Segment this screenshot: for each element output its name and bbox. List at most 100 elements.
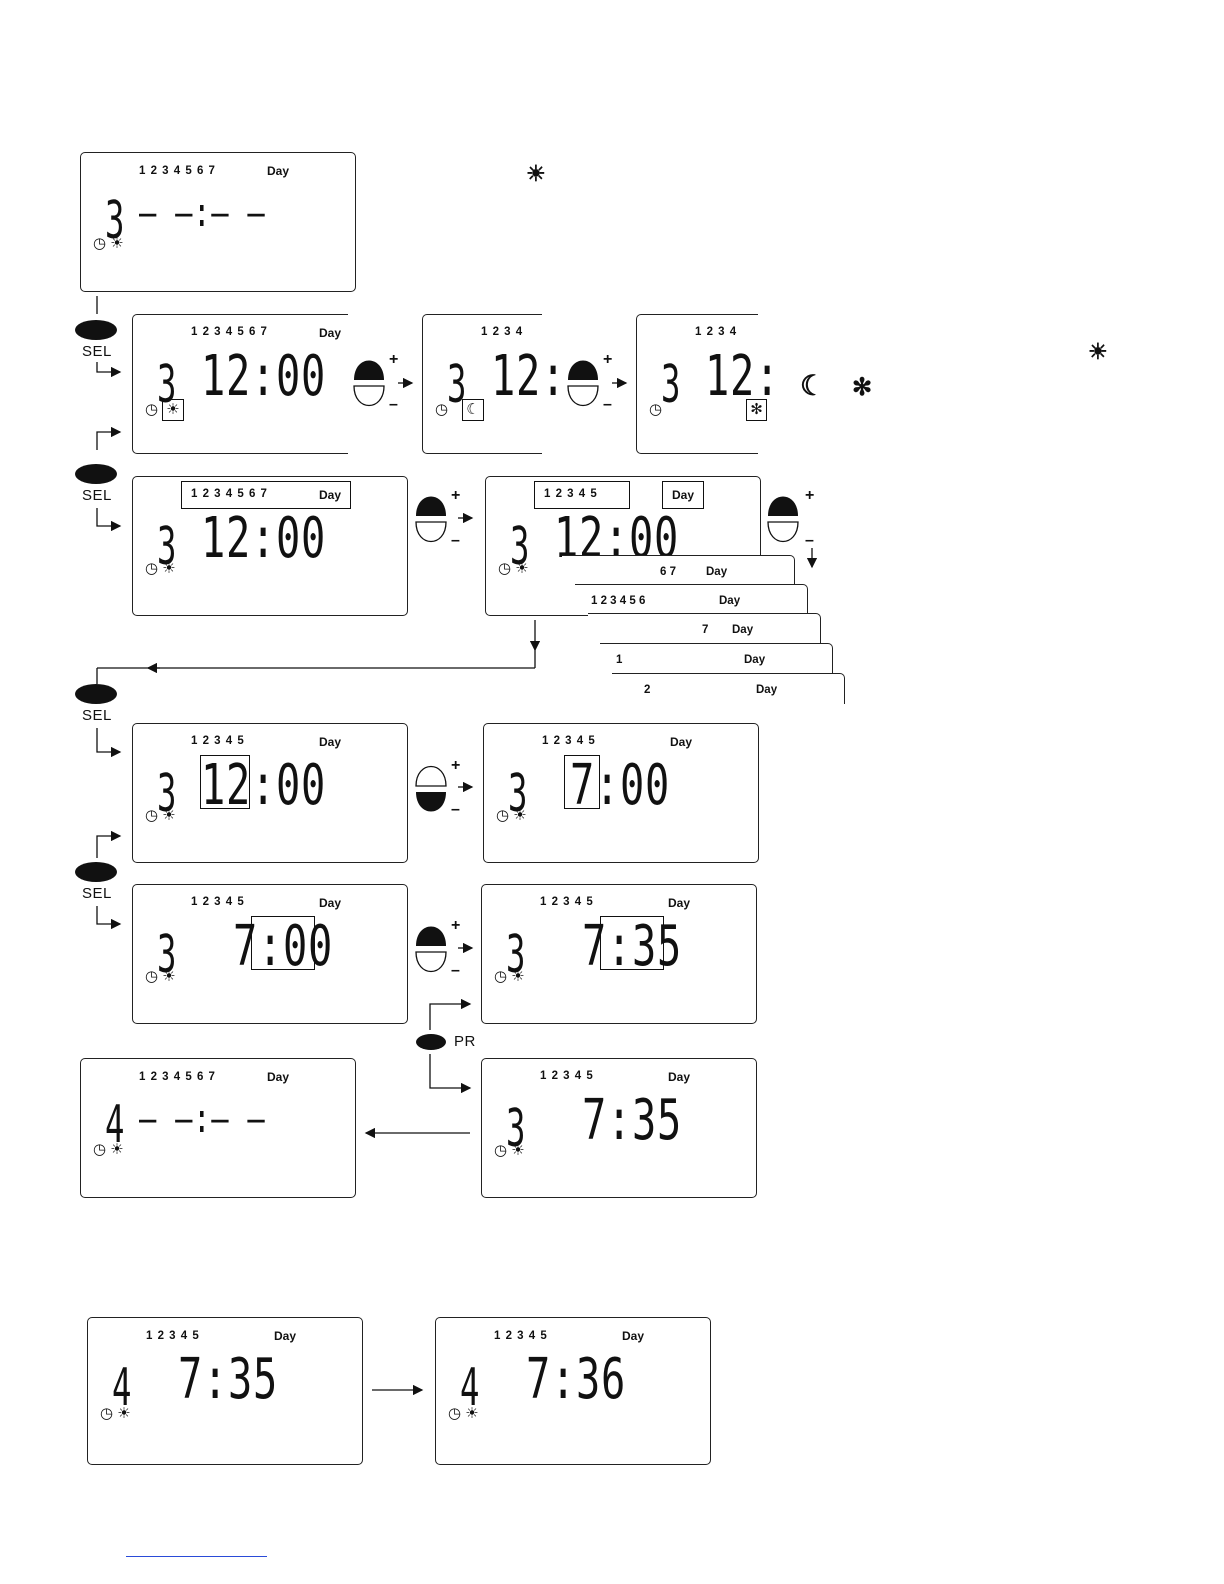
time-blank: – –:– – xyxy=(139,1096,266,1142)
sun-icon: ☀ xyxy=(162,560,176,577)
status-icons: ◷ ☀ xyxy=(93,1142,124,1157)
plus-minus-buttons[interactable] xyxy=(414,916,466,982)
clock-icon: ◷ xyxy=(498,560,512,577)
pr-button-label: PR xyxy=(454,1033,476,1050)
plus-label: + xyxy=(805,487,815,504)
day-selection-frame xyxy=(534,481,630,509)
hour-edit-frame xyxy=(200,755,250,809)
moon-icon: ☾ xyxy=(462,399,484,421)
sel-button-label: SEL xyxy=(82,707,112,724)
day-label-frame xyxy=(662,481,704,509)
program-number: 4 xyxy=(112,1358,131,1418)
day-option-tab: 7 Day xyxy=(588,613,821,644)
day-numbers: 1 2 3 4 5 xyxy=(191,735,245,747)
plus-minus-buttons[interactable] xyxy=(566,350,618,416)
lcd-program-3-empty: 1 2 3 4 5 6 7 Day 3 – –:– – ◷ ☀ xyxy=(80,152,356,292)
lcd-program-3-saved: 1 2 3 4 5 Day 3 7:35 ◷ ☀ xyxy=(481,1058,757,1198)
plus-label: + xyxy=(389,351,399,368)
minus-label: – xyxy=(451,801,460,818)
day-label: Day xyxy=(319,326,342,340)
time-display: 12: xyxy=(491,344,566,409)
day-numbers: 1 2 3 4 5 xyxy=(494,1330,548,1342)
plus-minus-buttons[interactable] xyxy=(352,350,404,416)
link-underline[interactable] xyxy=(126,1556,267,1557)
moon-icon: ☾ xyxy=(800,370,826,401)
program-number: 3 xyxy=(506,925,525,985)
status-icons: ◷ ☀ xyxy=(93,236,124,251)
lcd-program-4-736: 1 2 3 4 5 Day 4 7:36 ◷ ☀ xyxy=(435,1317,711,1465)
sun-icon: ☀ xyxy=(110,235,124,252)
sun-icon: ☀ xyxy=(511,1142,525,1159)
day-numbers: 1 2 3 4 5 6 7 xyxy=(191,326,268,338)
time-display: 12:00 xyxy=(201,506,326,571)
minute-edit-frame xyxy=(600,916,664,970)
clock-icon: ◷ xyxy=(145,807,159,824)
clock-icon: ◷ xyxy=(145,560,159,577)
program-number: 3 xyxy=(157,925,176,985)
minus-label: – xyxy=(451,532,460,549)
minute-edit-frame xyxy=(251,916,315,970)
lcd-program-3-moon: 1 2 3 4 3 12: ◷ ☾ xyxy=(422,314,565,454)
clock-icon: ◷ xyxy=(494,1142,508,1159)
program-number: 3 xyxy=(447,355,466,415)
time-display: 12:00 xyxy=(201,344,326,409)
program-number: 3 xyxy=(508,764,527,824)
day-numbers: 1 2 3 4 5 6 7 xyxy=(139,1071,216,1083)
lcd-minute-edit-35: 1 2 3 4 5 Day 3 7:35 ◷ ☀ xyxy=(481,884,757,1024)
status-icons: ◷ ☀ xyxy=(498,561,529,576)
lcd-day-select-all: 1 2 3 4 5 6 7 Day 3 12:00 ◷ ☀ xyxy=(132,476,408,616)
lcd-hour-edit-12: 1 2 3 4 5 Day 3 12:00 ◷ ☀ xyxy=(132,723,408,863)
minus-label: – xyxy=(451,962,460,979)
day-label: Day xyxy=(668,1070,691,1084)
day-option-tab: 2 Day xyxy=(612,673,845,704)
day-numbers: 1 2 3 4 xyxy=(695,326,738,338)
time-display: 12:00 xyxy=(201,753,326,818)
sel-button[interactable] xyxy=(74,860,118,884)
minus-label: – xyxy=(805,532,814,549)
sun-icon: ☀ xyxy=(162,399,184,421)
frost-icon: ✻ xyxy=(746,399,767,421)
day-label: Day xyxy=(672,488,695,502)
program-number: 3 xyxy=(506,1099,525,1159)
clock-icon: ◷ xyxy=(494,968,508,985)
day-label: Day xyxy=(319,896,342,910)
clock-icon: ◷ xyxy=(93,1141,107,1158)
day-numbers: 1 2 3 4 5 xyxy=(542,735,596,747)
program-number: 3 xyxy=(510,517,529,577)
clock-icon: ◷ xyxy=(649,401,663,418)
status-icons: ◷ ☀ xyxy=(496,808,527,823)
sun-icon: ☀ xyxy=(511,968,525,985)
day-numbers: 1 2 3 4 xyxy=(481,326,524,338)
day-numbers: 1 2 3 4 5 xyxy=(191,896,245,908)
sel-button[interactable] xyxy=(74,462,118,486)
status-icons: ◷ ✻ xyxy=(649,399,767,421)
plus-minus-buttons[interactable] xyxy=(766,486,818,552)
sel-button-label: SEL xyxy=(82,487,112,504)
sel-button-label: SEL xyxy=(82,885,112,902)
status-icons: ◷ ☀ xyxy=(448,1406,479,1421)
time-display: 7:36 xyxy=(526,1347,626,1412)
status-icons: ◷ ☀ xyxy=(145,561,176,576)
sel-button[interactable] xyxy=(74,682,118,706)
day-numbers: 1 2 3 4 5 xyxy=(540,1070,594,1082)
plus-minus-buttons-minus-active[interactable] xyxy=(414,756,466,822)
program-number: 4 xyxy=(105,1095,124,1155)
clock-icon: ◷ xyxy=(145,968,159,985)
status-icons: ◷ ☀ xyxy=(145,399,184,421)
time-blank: – –:– – xyxy=(139,190,266,236)
pr-button[interactable] xyxy=(414,1032,448,1052)
plus-minus-buttons[interactable] xyxy=(414,486,466,552)
day-option-tab: 1 2 3 4 5 6 Day xyxy=(575,584,808,615)
sun-icon: ☀ xyxy=(162,807,176,824)
clock-icon: ◷ xyxy=(435,401,449,418)
day-option-tab: 6 7 Day xyxy=(562,555,795,586)
clock-icon: ◷ xyxy=(448,1405,462,1422)
clock-icon: ◷ xyxy=(496,807,510,824)
lcd-program-3-frost: 1 2 3 4 3 12: ◷ ✻ xyxy=(636,314,779,454)
status-icons: ◷ ☾ xyxy=(435,399,484,421)
day-label: Day xyxy=(670,735,693,749)
sel-button[interactable] xyxy=(74,318,118,342)
program-number: 3 xyxy=(105,191,124,251)
day-numbers: 1 2 3 4 5 xyxy=(544,488,598,500)
